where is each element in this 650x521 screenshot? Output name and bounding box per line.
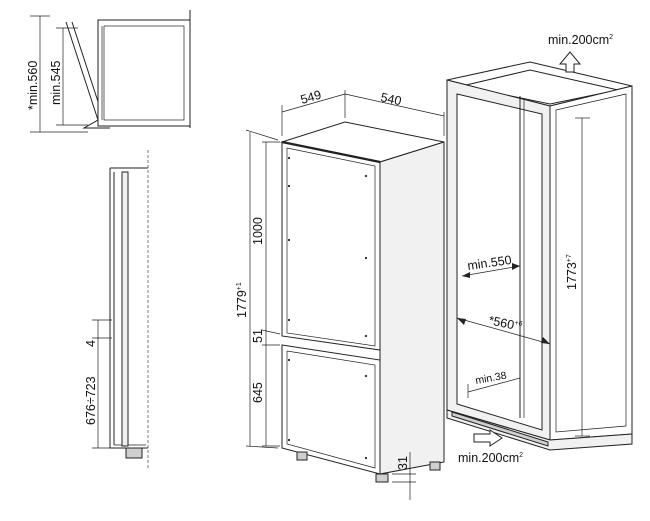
width-nominal-560-label: *560+6 — [487, 313, 523, 334]
lower-door-645-label: 645 — [251, 382, 265, 403]
width-549-label: 549 — [299, 88, 323, 107]
bottom-31-label: 31 — [396, 456, 410, 470]
vent-arrow-bottom-icon — [473, 429, 503, 447]
depth-min-38-label: min.38 — [474, 370, 507, 387]
height-1779-label: 1779+1 — [235, 282, 249, 318]
upper-door-1000-label: 1000 — [251, 217, 265, 245]
top-left-detail: *min.560 min.545 — [26, 10, 191, 133]
dim-676-723-label: 676÷723 — [84, 376, 98, 425]
height-1773-label: 1773+7 — [565, 254, 579, 290]
gap-51-label: 51 — [251, 329, 265, 343]
dim-4-label: 4 — [84, 340, 98, 347]
width-min-550-label: min.550 — [466, 253, 512, 273]
hinge-dots — [287, 156, 368, 460]
vent-bottom-label: min.200cm2 — [458, 451, 523, 465]
depth-540-label: 540 — [379, 90, 402, 108]
vent-top-label: min.200cm2 — [548, 33, 613, 47]
niche-cabinet: min.200cm2 min.550 *560+6 1773+7 min.38 … — [446, 33, 633, 465]
min-560-label: *min.560 — [26, 61, 40, 110]
fridge-appliance: 549 540 1779+1 1000 51 645 31 — [235, 88, 445, 500]
min-545-label: min.545 — [49, 60, 63, 105]
vent-arrow-up-icon — [558, 51, 582, 73]
left-section-view: 4 676÷723 — [84, 150, 149, 470]
